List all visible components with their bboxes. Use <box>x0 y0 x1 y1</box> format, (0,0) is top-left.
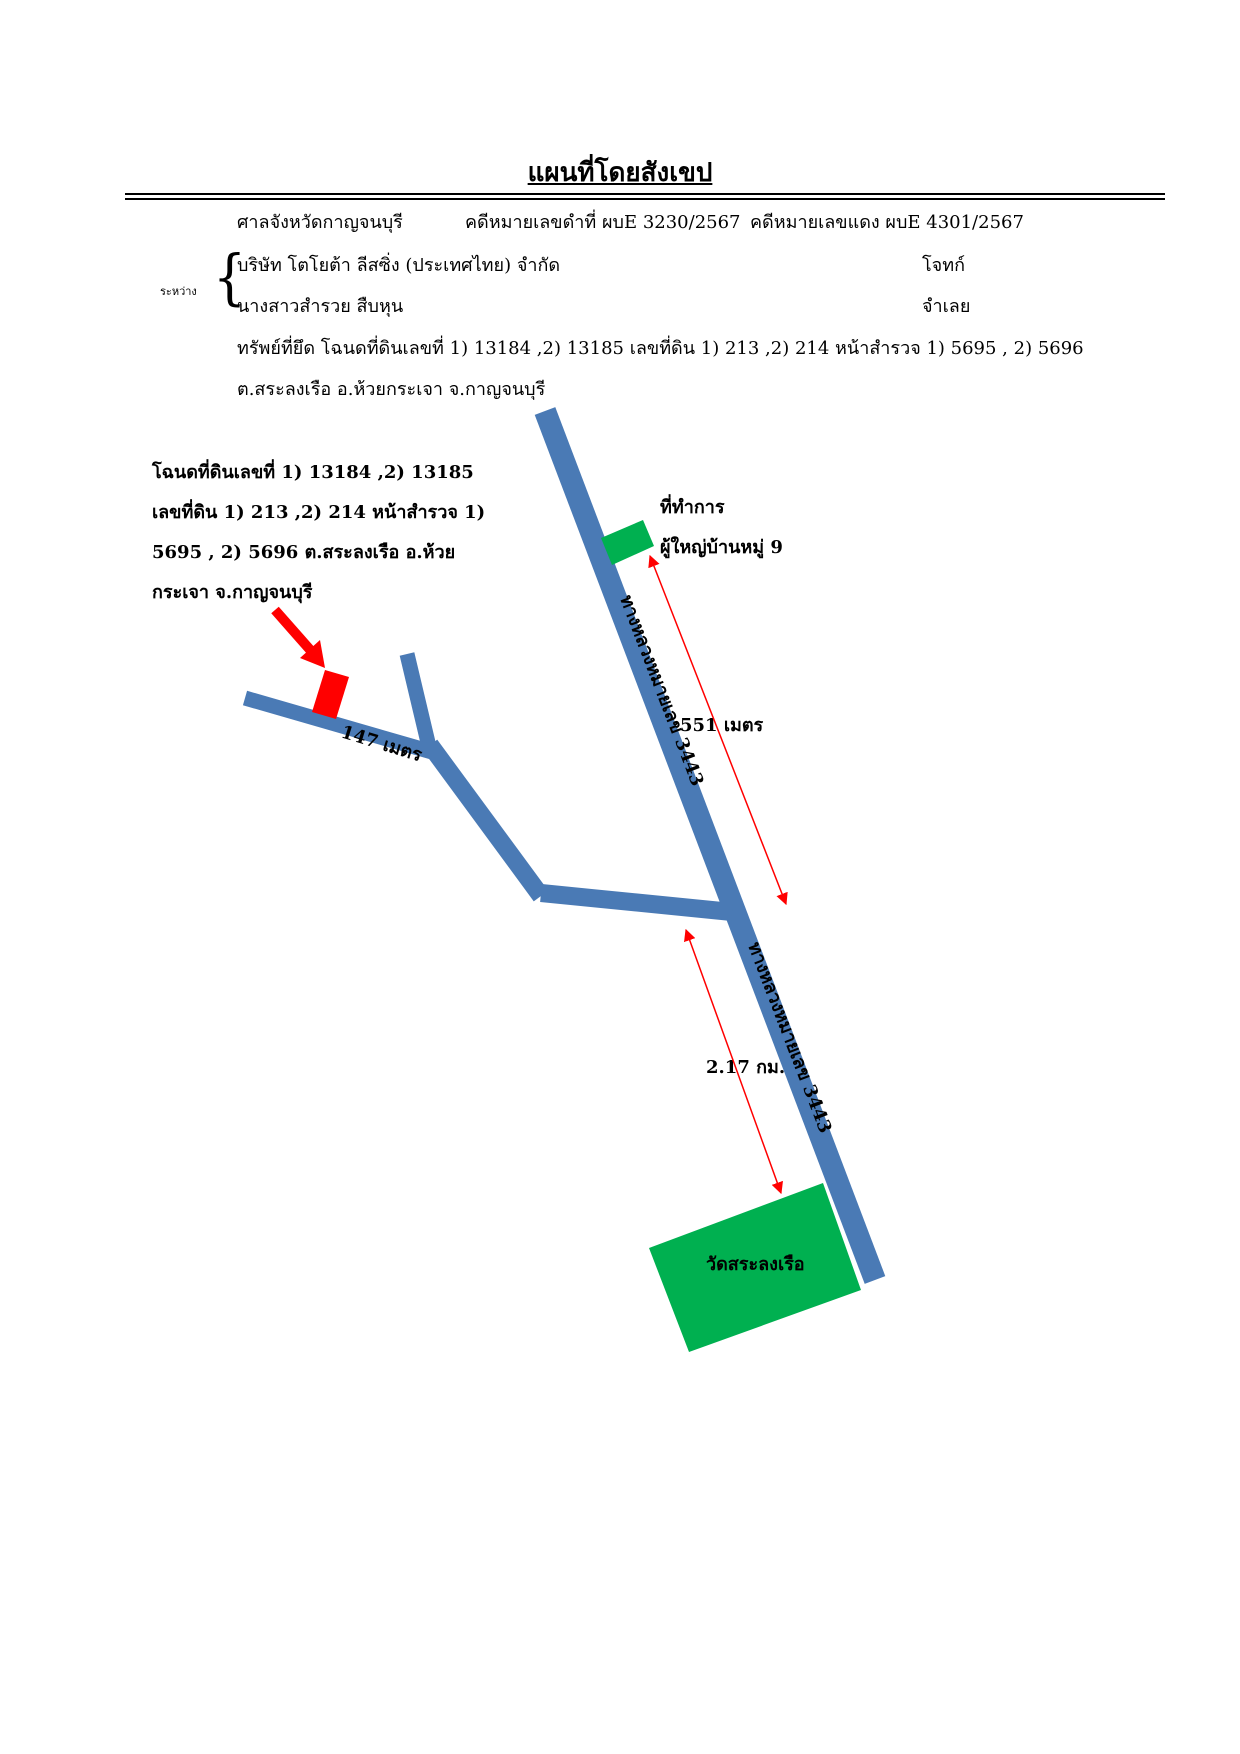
plaintiff-name: บริษัท โตโยต้า ลีสซิ่ง (ประเทศไทย) จำกัด <box>237 255 561 276</box>
distance-temple-arrow <box>684 928 783 1195</box>
highway-label-lower: ทางหลวงหมายเลข 3443 <box>743 939 835 1136</box>
court-name: ศาลจังหวัดกาญจนบุรี <box>237 212 403 233</box>
defendant-role: จำเลย <box>922 296 971 317</box>
side-road-west <box>242 690 435 760</box>
parcel-note-line-4: กระเจา จ.กาญจนบุรี <box>152 582 313 603</box>
between-label: ระหว่าง <box>160 285 197 298</box>
header-rule-top <box>125 193 1165 195</box>
party-brace: { <box>213 243 247 313</box>
header-rule-bottom <box>125 198 1165 200</box>
branch-road-horizontal <box>540 884 733 921</box>
village-office-marker <box>601 520 654 565</box>
parcel-note-line-3: 5695 , 2) 5696 ต.สระลงเรือ อ.ห้วย <box>152 542 456 563</box>
side-road-distance-label: 147 เมตร <box>339 722 425 767</box>
highway-label-upper: ทางหลวงหมายเลข 3443 <box>615 592 707 789</box>
parcel-pointer-arrow <box>271 606 316 656</box>
office-label-line-1: ที่ทำการ <box>660 497 725 518</box>
black-case-number: คดีหมายเลขดำที่ ผบE 3230/2567 <box>465 212 741 233</box>
property-line-2: ต.สระลงเรือ อ.ห้วยกระเจา จ.กาญจนบุรี <box>237 379 546 400</box>
parcel-note-line-1: โฉนดที่ดินเลขที่ 1) 13184 ,2) 13185 <box>152 462 474 483</box>
parcel-note-line-2: เลขที่ดิน 1) 213 ,2) 214 หน้าสำรวจ 1) <box>152 502 486 523</box>
office-label-line-2: ผู้ใหญ่บ้านหมู่ 9 <box>660 537 783 558</box>
highway-road <box>534 407 886 1284</box>
page-title: แผนที่โดยสังเขป <box>527 158 713 188</box>
red-case-number: คดีหมายเลขแดง ผบE 4301/2567 <box>750 212 1024 233</box>
distance-office-arrow <box>648 554 788 906</box>
defendant-name: นางสาวสำรวย สืบหุน <box>237 296 404 317</box>
property-line-1: ทรัพย์ที่ยึด โฉนดที่ดินเลขที่ 1) 13184 ,… <box>237 338 1084 359</box>
temple-area <box>649 1183 861 1352</box>
temple-label: วัดสระลงเรือ <box>706 1254 805 1275</box>
seized-parcel-marker <box>312 670 349 719</box>
plaintiff-role: โจทก์ <box>922 255 965 276</box>
parcel-pointer-arrowhead <box>300 640 325 668</box>
side-road-north <box>399 652 438 753</box>
branch-road-diagonal <box>422 739 549 902</box>
